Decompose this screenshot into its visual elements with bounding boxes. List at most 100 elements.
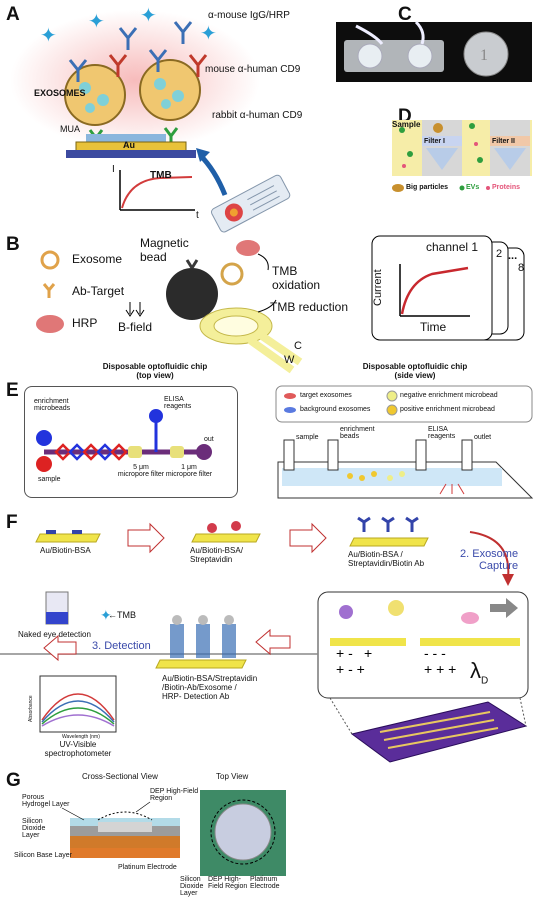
label-filter1: Filter I — [424, 138, 446, 145]
e-legend-negative: negative enrichment microbead — [400, 392, 498, 399]
f-detection: 3. Detection — [92, 640, 151, 652]
label-sample: Sample — [392, 120, 421, 129]
label-b-field: B-field — [118, 320, 153, 334]
label-tmb-reduction: TMB reduction — [270, 300, 349, 314]
e-side-beads: enrichment beads — [340, 426, 375, 440]
legend-exosome: Exosome — [72, 252, 123, 266]
panel-label-a: A — [6, 4, 20, 25]
panel-g: Cross-Sectional View Top View Porous Hyd… — [0, 768, 320, 900]
exosome-icon — [40, 250, 60, 270]
g-top-dep: DEP High- Field Region — [208, 876, 248, 890]
panel-label-f: F — [6, 512, 18, 533]
svg-text:✦: ✦ — [40, 25, 57, 47]
label-electrode-c: C — [294, 340, 302, 352]
f-plot-ylabel: Absorbance — [28, 695, 34, 722]
f-lambda-sub: D — [481, 675, 489, 687]
label-ellipsis: ... — [508, 250, 518, 262]
g-silicon-dioxide: Silicon Dioxide Layer — [22, 818, 46, 839]
f-lambda: λD — [470, 658, 488, 686]
hrp-icon — [36, 315, 64, 333]
e-side-outlet: outlet — [474, 434, 492, 441]
label-tmb: TMB — [150, 170, 172, 181]
f-final-label: Au/Biotin-BSA/Streptavidin /Biotin-Ab/Ex… — [162, 674, 258, 701]
ab-target-icon — [42, 283, 56, 298]
e-sample: sample — [38, 476, 61, 483]
legend-evs: EVs — [466, 184, 480, 191]
svg-text:- - -: - - - — [424, 645, 446, 661]
g-top-pt: Platinum Electrode — [250, 876, 280, 890]
mua-layer — [86, 134, 166, 144]
label-filter2: Filter II — [492, 138, 515, 145]
f-step2: Au/Biotin-BSA/ Streptavidin — [190, 546, 243, 564]
label-current: Current — [372, 269, 384, 306]
test-chip — [211, 174, 291, 233]
svg-text:+ + +: + + + — [424, 661, 456, 677]
panel-c-photo: 1 — [336, 20, 532, 82]
panel-e: Disposable optofluidic chip (top view) D… — [0, 360, 538, 510]
axis-i: I — [112, 164, 115, 175]
g-cross-title: Cross-Sectional View — [82, 772, 158, 781]
label-channel-1: channel 1 — [426, 240, 479, 254]
svg-text:+ -: + - — [336, 645, 353, 661]
e-side-title: Disposable optofluidic chip (side view) — [362, 362, 468, 380]
label-time: Time — [420, 320, 447, 334]
e-filter1: 1 μm micropore filter — [165, 464, 213, 478]
chip-photo: 1 — [344, 20, 509, 77]
e-top-title: Disposable optofluidic chip (top view) — [102, 362, 208, 380]
panel-d: Sample Filter I Filter II Big particles … — [392, 114, 534, 204]
legend-big: Big particles — [406, 184, 449, 191]
panel-label-c: C — [398, 4, 412, 25]
panel-label-e: E — [6, 380, 19, 401]
g-top-title: Top View — [216, 772, 249, 781]
label-igg-hrp: α-mouse IgG/HRP — [208, 10, 290, 21]
label-mua: MUA — [60, 124, 80, 134]
f-uv: UV-Visible spectrophotometer — [44, 740, 112, 758]
g-silicon-base: Silicon Base Layer — [14, 852, 72, 859]
e-out: out — [204, 436, 214, 443]
substrate — [66, 150, 196, 158]
svg-text:+: + — [364, 645, 372, 661]
legend-hrp: HRP — [72, 316, 98, 330]
legend-big-particles-swatch — [392, 184, 404, 192]
label-exosomes: EXOSOMES — [34, 88, 86, 98]
substrate-step2 — [191, 521, 261, 543]
g-porous: Porous Hydrogel Layer — [22, 794, 70, 808]
svg-text:✦: ✦ — [100, 607, 112, 623]
f-plot-xlabel: Wavelength (nm) — [62, 734, 100, 740]
inlet-red — [36, 456, 52, 472]
f-capture: 2. Exosome Capture — [460, 548, 519, 572]
svg-text:✦: ✦ — [200, 23, 217, 45]
panel-label-b: B — [6, 234, 20, 255]
panel-b: Exosome Ab-Target HRP Magnetic bead B-fi… — [0, 232, 538, 374]
panel-b-illustration — [36, 235, 525, 374]
e-legend-background: background exosomes — [300, 406, 371, 413]
panel-f-illustration: + - + - - - + - + + + + ✦ — [0, 516, 529, 763]
panel-a: ✦ ✦ ✦ ✦ α-mouse IgG/HRP mouse α-human CD… — [0, 0, 302, 233]
top-view-box — [24, 386, 238, 498]
exosome-sphere-right — [139, 59, 201, 121]
legend-ab-target: Ab-Target — [72, 284, 125, 298]
f-tmb: ←TMB — [108, 610, 136, 620]
label-channel-8: 8 — [518, 262, 525, 274]
exosome-sphere-left — [64, 64, 126, 126]
inlet-blue — [36, 430, 52, 446]
panel-a-illustration: ✦ ✦ ✦ ✦ — [10, 5, 291, 233]
axis-t: t — [196, 210, 199, 221]
svg-text:+ - +: + - + — [336, 661, 365, 677]
label-electrode-w: W — [284, 354, 295, 366]
label-channel-2: 2 — [496, 248, 503, 260]
legend-proteins: Proteins — [492, 184, 521, 191]
g-top-sio2: Silicon Dioxide Layer — [180, 876, 204, 897]
e-elisa: ELISA reagents — [164, 396, 192, 410]
label-magnetic-bead: Magnetic bead — [140, 236, 189, 264]
label-mouse-cd9: mouse α-human CD9 — [205, 64, 301, 75]
substrate-step3 — [349, 516, 429, 547]
f-step3: Au/Biotin-BSA / Streptavidin/Biotin Ab — [348, 550, 425, 568]
svg-text:✦: ✦ — [88, 11, 105, 33]
substrate-step1 — [35, 530, 101, 543]
final-antibody-stacks — [170, 615, 236, 658]
e-legend-target: target exosomes — [300, 392, 352, 399]
e-enrichment: enrichment microbeads — [34, 398, 71, 412]
f-step1: Au/Biotin-BSA — [40, 546, 91, 555]
panel-label-g: G — [6, 770, 21, 791]
